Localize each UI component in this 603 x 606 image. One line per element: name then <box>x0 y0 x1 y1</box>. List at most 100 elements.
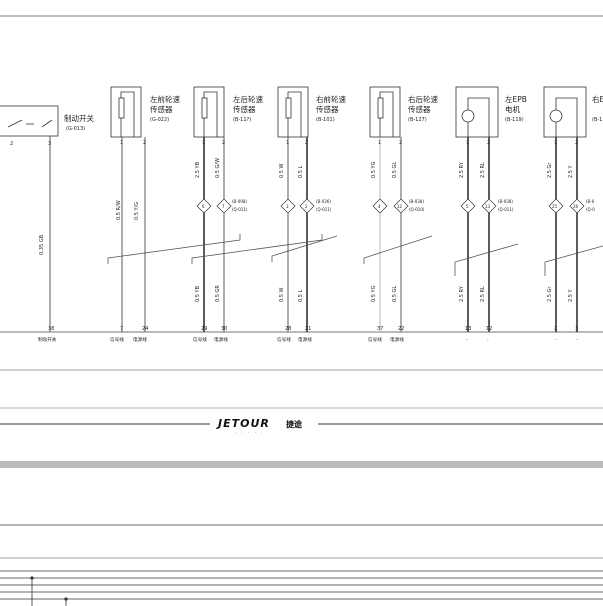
pin-label: 1 <box>378 140 381 146</box>
comp-lf-title2: 传感器 <box>150 104 173 114</box>
comp-brake-title: 制动开关 <box>64 113 94 123</box>
lf-sensor-box <box>110 86 142 138</box>
brand-logo: JETOUR 捷途 · · · · · <box>216 417 303 435</box>
ecu-pin: 29 <box>201 326 207 332</box>
wire-code: 2.5 RY <box>459 161 465 178</box>
wire-code: 0.5 GR <box>215 285 221 302</box>
conn-pin: 25 <box>552 204 558 209</box>
brand-subtitle: · · · · · <box>235 430 264 435</box>
conn-code: (Q-010) <box>409 207 425 212</box>
brand-name: JETOUR <box>216 417 270 430</box>
wire-code: 0.5 GL <box>392 286 398 302</box>
diagram-structure <box>0 15 603 606</box>
ecu-func: 制动开关 <box>38 336 57 343</box>
pin-label: 2 <box>222 140 225 146</box>
ecu-func: 电源线 <box>298 336 312 343</box>
wire-code: 0.5 Y/G <box>134 202 140 220</box>
right-epb-box <box>543 86 587 138</box>
lr-sensor-box <box>193 86 225 138</box>
ecu-func: - <box>466 338 468 343</box>
wire-code: 0.5 W <box>279 163 285 178</box>
pin-label: 1 <box>554 140 557 146</box>
comp-brake-code: (G-013) <box>66 126 85 132</box>
inline-connectors <box>196 198 585 214</box>
pin-label: 2 <box>399 140 402 146</box>
conn-pin: 3 <box>286 204 289 209</box>
wire-code: 0.5 YB <box>195 285 201 302</box>
conn-pin: 7 <box>222 204 225 209</box>
comp-rf-title2: 传感器 <box>316 104 339 114</box>
wire-codes: 0.35 GB 0.5 R/W 0.5 Y/G 2.5 YB 0.5 G/W 0… <box>39 158 574 302</box>
pin-label: 2 <box>487 140 490 146</box>
left-epb-box <box>455 86 499 138</box>
component-labels: 制动开关 (G-013) 左前轮速 传感器 (G-022) 左后轮速 传感器 (… <box>64 94 603 132</box>
comp-lr-title2: 传感器 <box>233 104 256 114</box>
ecu-pin: 30 <box>221 326 227 332</box>
conn-code: (B-038) <box>409 199 424 204</box>
ecu-func: 信号线 <box>368 336 382 343</box>
conn-code: (B-038) <box>498 199 513 204</box>
brake-switch-box <box>0 105 59 137</box>
comp-rr-title2: 传感器 <box>408 104 431 114</box>
ecu-pin: 3 <box>575 326 578 332</box>
wire-code: 0.5 GL <box>392 162 398 178</box>
pin-label: 2 <box>143 140 146 146</box>
conn-pin: 4 <box>378 204 381 209</box>
rf-sensor-box <box>277 86 309 138</box>
comp-lf-title1: 左前轮速 <box>150 94 180 104</box>
ecu-pin: 38 <box>48 326 54 332</box>
wire-code: 0.5 L <box>298 289 304 302</box>
comp-rr-code: (B-127) <box>408 117 427 123</box>
wire-code: 2.5 Gr <box>547 286 553 302</box>
pin-label: 1 <box>286 140 289 146</box>
conn-pin: 2 <box>305 204 308 209</box>
pin-label: 2 <box>305 140 308 146</box>
pin-label: 2 <box>10 141 13 147</box>
wire-code: 2.5 RL <box>480 286 486 302</box>
conn-code: (Q-0 <box>586 207 595 212</box>
pin-label: 1 <box>120 140 123 146</box>
comp-repb-code: (B-1 <box>592 117 602 123</box>
ecu-func: 信号线 <box>277 336 291 343</box>
ecu-pins: 38 7 24 29 30 28 21 37 22 13 12 2 3 制动开关… <box>38 326 578 343</box>
wire-code: 0.5 L <box>298 165 304 178</box>
ecu-pin: 37 <box>377 326 383 332</box>
connector-numbers: 6 7 (B-098) (Q-011) 3 2 (B-036) (Q-011) … <box>202 199 595 212</box>
pin-label: 1 <box>202 140 205 146</box>
ecu-func: - <box>487 338 489 343</box>
conn-code: (Q-011) <box>316 207 332 212</box>
comp-lr-code: (B-11?) <box>233 117 251 123</box>
wire-code: 2.5 Y <box>568 164 574 178</box>
comp-lf-code: (G-022) <box>150 117 169 123</box>
conn-code: (B-098) <box>232 199 247 204</box>
ecu-pin: 22 <box>398 326 404 332</box>
conn-code: (Q-011) <box>498 207 514 212</box>
wire-code: 2.5 Gr <box>547 162 553 178</box>
ecu-pin: 7 <box>120 326 123 332</box>
conn-pin: 26 <box>573 204 579 209</box>
ecu-pin: 28 <box>285 326 291 332</box>
comp-rf-title1: 右前轮速 <box>316 94 346 104</box>
ecu-func: 信号线 <box>110 336 124 343</box>
comp-rf-code: (B-101) <box>316 117 335 123</box>
wire-code: 2.5 Y <box>568 288 574 302</box>
ecu-pin: 13 <box>465 326 471 332</box>
conn-pin: 5 <box>466 204 469 209</box>
wire-code: 0.5 W <box>279 287 285 302</box>
conn-pin: 6 <box>202 204 205 209</box>
ecu-func: 电源线 <box>214 336 228 343</box>
conn-code: (B-0 <box>586 199 595 204</box>
conn-code: (B-036) <box>316 199 331 204</box>
pin-label: 2 <box>575 140 578 146</box>
rr-sensor-box <box>369 86 401 138</box>
wire-code: 0.5 YG <box>371 285 377 302</box>
comp-rr-title1: 右后轮速 <box>408 94 438 104</box>
conn-pin: 13 <box>485 204 491 209</box>
comp-repb-title1: 右E <box>592 94 603 104</box>
component-pins: 2 3 1 2 1 2 1 2 1 2 1 2 1 2 <box>10 140 578 147</box>
ecu-pin: 24 <box>142 326 148 332</box>
comp-lr-title1: 左后轮速 <box>233 94 263 104</box>
ecu-pin: 12 <box>486 326 492 332</box>
ecu-func: 电源线 <box>133 336 147 343</box>
